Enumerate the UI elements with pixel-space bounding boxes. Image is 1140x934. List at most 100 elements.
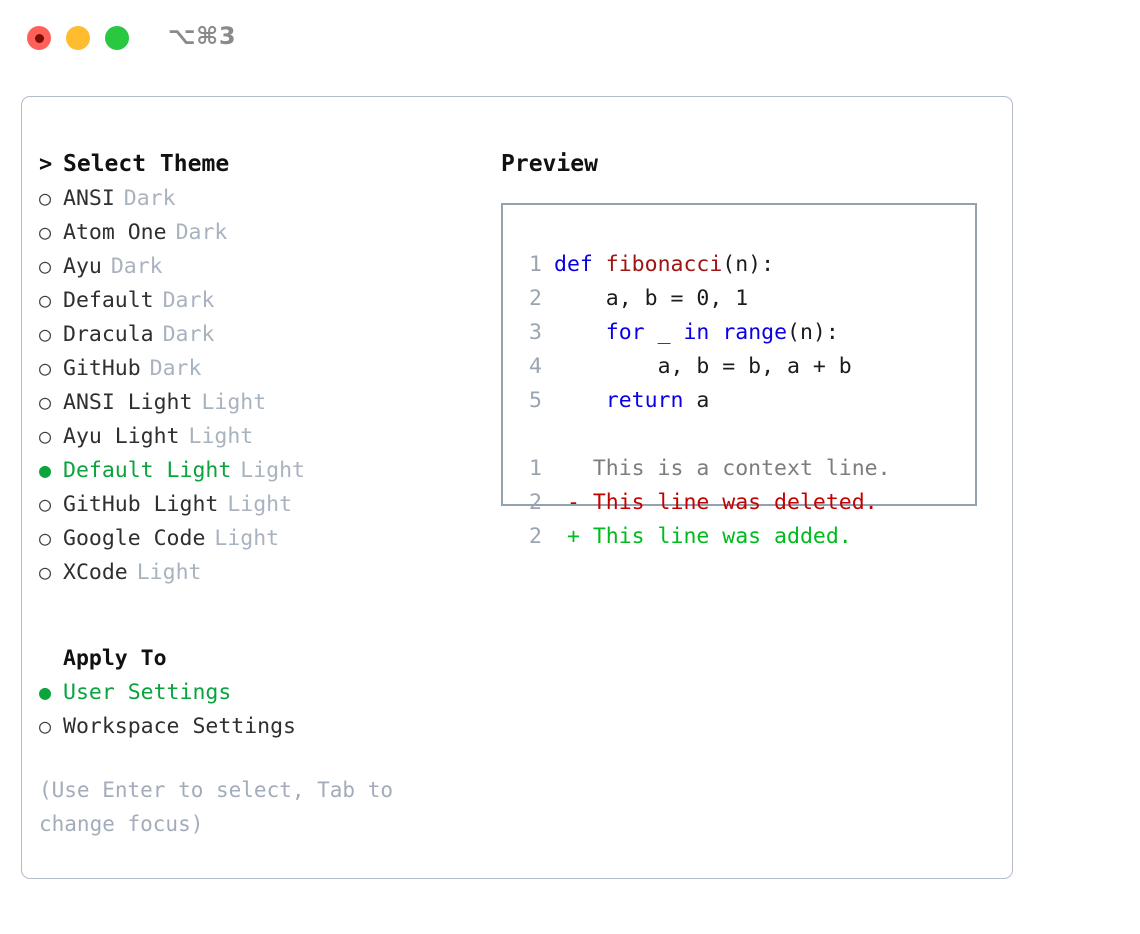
theme-option-variant: Dark — [149, 356, 202, 381]
theme-option-label: Default — [63, 288, 154, 313]
select-theme-heading: > Select Theme — [39, 147, 479, 181]
theme-option-label: Ayu — [63, 254, 102, 279]
theme-option-atom-one[interactable]: ○ Atom One Dark — [39, 215, 479, 249]
code-token: range — [722, 320, 788, 345]
code-token: a, b = 0, 1 — [605, 286, 749, 311]
code-token: fibonacci — [605, 252, 723, 277]
line-number: 1 — [529, 456, 542, 481]
line-number: 1 — [529, 252, 542, 277]
diff-line: 1 This is a context line. — [520, 452, 967, 486]
diff-line-text: This is a context line. — [554, 456, 891, 481]
apply-to-heading-label: Apply To — [63, 646, 167, 671]
preview-title: Preview — [501, 151, 598, 177]
radio-unselected-icon: ○ — [39, 714, 52, 738]
radio-unselected-icon: ○ — [39, 560, 52, 584]
theme-option-label: Default Light — [63, 458, 232, 483]
theme-option-label: GitHub Light — [63, 492, 219, 517]
code-token: return — [605, 388, 684, 413]
section-spacer — [39, 589, 479, 641]
line-number: 2 — [529, 286, 542, 311]
theme-option-github[interactable]: ○ GitHub Dark — [39, 351, 479, 385]
apply-to-option-user-settings[interactable]: ● User Settings — [39, 675, 479, 709]
radio-unselected-icon: ○ — [39, 322, 52, 346]
zoom-button[interactable] — [105, 26, 129, 50]
window-title-shortcut: ⌥⌘3 — [168, 22, 237, 50]
radio-unselected-icon: ○ — [39, 186, 52, 210]
theme-option-label: Ayu Light — [63, 424, 180, 449]
code-line: 1 def fibonacci(n): — [520, 248, 967, 282]
theme-option-default[interactable]: ○ Default Dark — [39, 283, 479, 317]
code-line: 3 for _ in range(n): — [520, 316, 967, 350]
apply-to-options-list: ● User Settings ○ Workspace Settings — [39, 675, 479, 743]
minimize-button[interactable] — [66, 26, 90, 50]
line-number: 2 — [529, 490, 542, 515]
spacer-icon: ○ — [39, 641, 63, 675]
code-token: (n): — [787, 320, 839, 345]
line-number: 2 — [529, 524, 542, 549]
diff-line: 2 - This line was deleted. — [520, 486, 967, 520]
code-line: 5 return a — [520, 384, 967, 418]
close-button[interactable] — [27, 26, 51, 50]
title-bar: ⌥⌘3 — [0, 0, 1140, 80]
line-number: 4 — [529, 354, 542, 379]
diff-line-text: - This line was deleted. — [554, 490, 878, 515]
theme-option-label: ANSI — [63, 186, 115, 211]
line-number: 3 — [529, 320, 542, 345]
radio-unselected-icon: ○ — [39, 288, 52, 312]
theme-option-label: Atom One — [63, 220, 167, 245]
code-token: in — [683, 320, 710, 345]
theme-option-label: GitHub — [63, 356, 141, 381]
theme-option-label: Google Code — [63, 526, 206, 551]
theme-option-ansi[interactable]: ○ ANSI Dark — [39, 181, 479, 215]
radio-unselected-icon: ○ — [39, 390, 52, 414]
code-diff-spacer — [520, 418, 967, 452]
code-token: for — [605, 320, 645, 345]
theme-option-label: XCode — [63, 560, 128, 585]
radio-unselected-icon: ○ — [39, 526, 52, 550]
diff-lines: 1 This is a context line.2 - This line w… — [520, 452, 967, 554]
theme-option-label: ANSI Light — [63, 390, 193, 415]
diff-line-text: + This line was added. — [554, 524, 852, 549]
theme-option-github-light[interactable]: ○ GitHub Light Light — [39, 487, 479, 521]
code-token: (n): — [722, 252, 775, 277]
apply-to-option-label: Workspace Settings — [63, 714, 296, 739]
code-token: def — [554, 252, 593, 277]
theme-option-variant: Light — [240, 458, 306, 483]
code-token — [593, 252, 606, 277]
caret-icon: > — [39, 152, 53, 177]
theme-option-variant: Dark — [175, 220, 228, 245]
radio-selected-icon: ● — [39, 680, 52, 704]
theme-option-variant: Light — [136, 560, 202, 585]
code-token: a, b = b, a + b — [657, 354, 852, 379]
radio-unselected-icon: ○ — [39, 424, 52, 448]
theme-option-variant: Dark — [162, 322, 215, 347]
theme-option-xcode[interactable]: ○ XCode Light — [39, 555, 479, 589]
radio-unselected-icon: ○ — [39, 220, 52, 244]
apply-to-option-label: User Settings — [63, 680, 232, 705]
theme-option-ayu-light[interactable]: ○ Ayu Light Light — [39, 419, 479, 453]
diff-line: 2 + This line was added. — [520, 520, 967, 554]
theme-option-variant: Dark — [162, 288, 215, 313]
select-theme-heading-label: Select Theme — [63, 151, 230, 177]
keyboard-hint: (Use Enter to select, Tab to change focu… — [39, 778, 394, 836]
theme-option-variant: Light — [227, 492, 293, 517]
radio-unselected-icon: ○ — [39, 356, 52, 380]
code-line: 2 a, b = 0, 1 — [520, 282, 967, 316]
line-number: 5 — [529, 388, 542, 413]
apply-to-option-workspace-settings[interactable]: ○ Workspace Settings — [39, 709, 479, 743]
code-token: _ — [644, 320, 684, 345]
radio-unselected-icon: ○ — [39, 254, 52, 278]
theme-option-variant: Light — [188, 424, 254, 449]
theme-option-variant: Dark — [123, 186, 176, 211]
radio-unselected-icon: ○ — [39, 492, 52, 516]
